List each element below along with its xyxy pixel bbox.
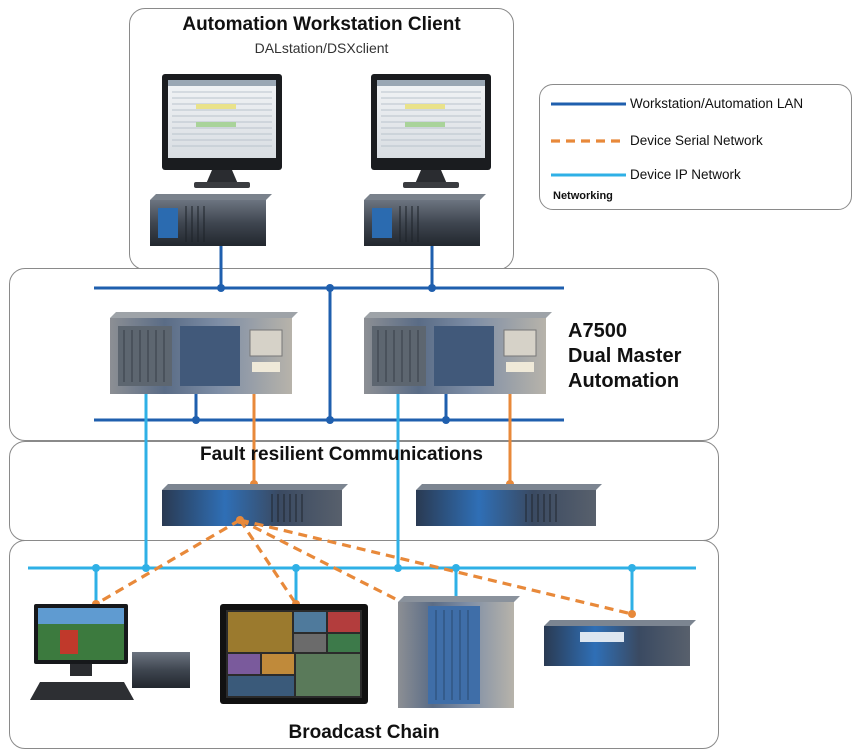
serial-device-links [95,518,633,650]
broadcast-multiviewer [220,604,368,704]
master-server-left [110,312,298,394]
master-title-line3: Automation [568,370,680,392]
legend-item-ip: Device IP Network [630,167,741,182]
workstation-monitor-left [162,74,282,188]
workstation-pc-left [150,194,272,246]
master-title-line1: A7500 [568,320,627,342]
legend-item-lan: Workstation/Automation LAN [630,96,804,111]
comm-unit-right [416,484,602,526]
device-ip-network [28,394,696,614]
broadcast-router-unit [544,620,696,666]
master-title-line2: Dual Master [568,345,682,367]
workstation-title: Automation Workstation Client [182,14,461,35]
workstation-pc-right [364,194,486,246]
legend-caption: Networking [553,190,613,202]
comms-title: Fault resilient Communications [200,444,483,465]
legend-item-serial: Device Serial Network [630,133,763,148]
broadcast-server-rack [398,596,520,708]
workstation-subtitle: DALstation/DSXclient [254,40,389,56]
broadcast-monitor-workstation [30,604,190,700]
master-server-right [364,312,552,394]
workstation-monitor-right [371,74,491,188]
comm-unit-left [162,484,348,526]
broadcast-title: Broadcast Chain [288,722,440,743]
device-serial-network [252,394,512,484]
